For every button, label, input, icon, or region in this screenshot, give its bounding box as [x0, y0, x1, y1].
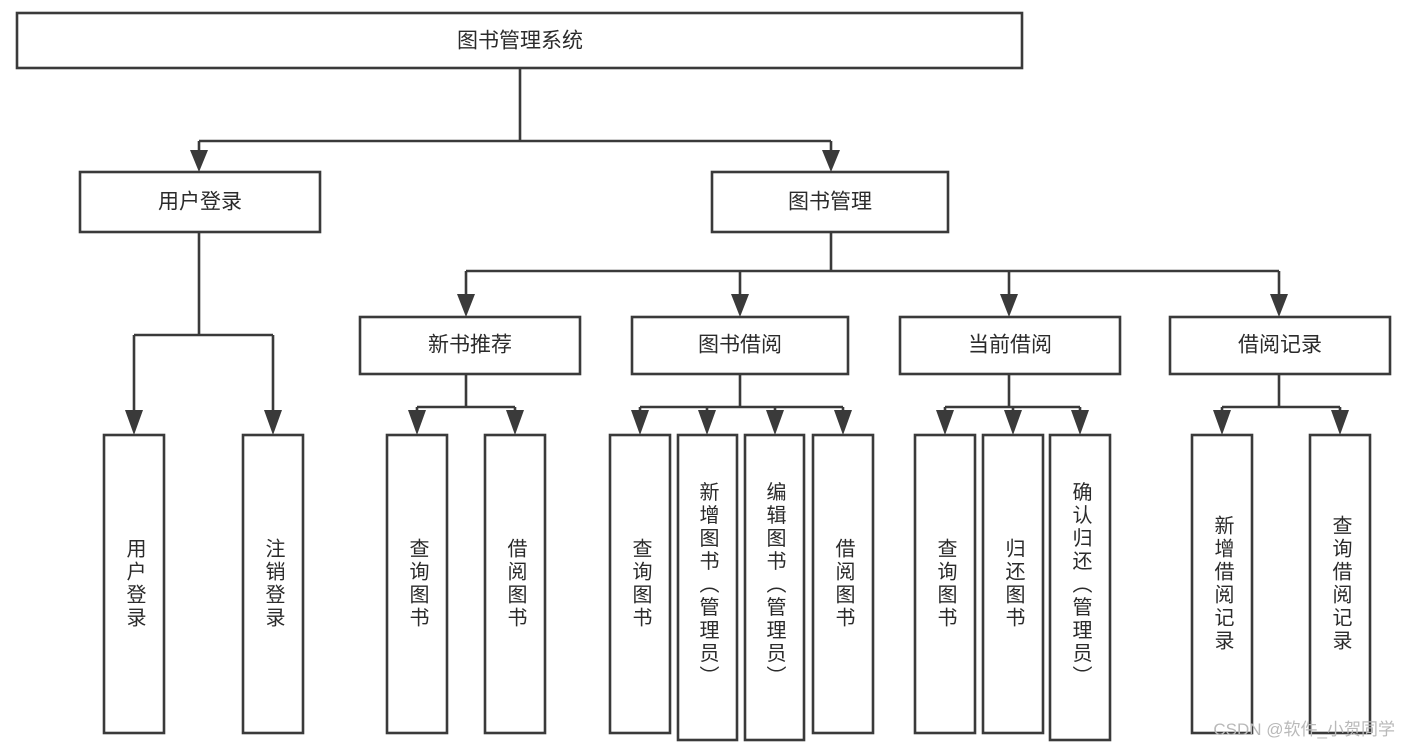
- node-leaf-edit-book-admin-label: 编辑图书（管理员）: [763, 481, 786, 688]
- node-leaf-user-logout[interactable]: 注销登录: [241, 433, 305, 735]
- node-book-borrow-box[interactable]: [630, 315, 850, 376]
- node-leaf-add-book-admin-label: 新增图书（管理员）: [696, 481, 719, 688]
- node-leaf-borrow-book-2[interactable]: 借阅图书: [811, 433, 875, 735]
- node-leaf-query-book-1-label: 查询图书: [406, 538, 429, 630]
- node-new-book-rec-box[interactable]: [358, 315, 582, 376]
- node-new-book-rec[interactable]: 新书推荐: [358, 315, 582, 376]
- node-root-label: 图书管理系统: [457, 30, 583, 53]
- arrowhead-book-borrow: [731, 294, 749, 317]
- arrowhead-leaf-query-book-2: [631, 410, 649, 435]
- node-leaf-query-book-3-box[interactable]: [913, 433, 977, 735]
- arrowhead-user-login: [190, 150, 208, 172]
- arrowhead-borrow-record: [1270, 294, 1288, 317]
- node-borrow-record-label: 借阅记录: [1238, 334, 1322, 357]
- node-leaf-query-book-2-box[interactable]: [608, 433, 672, 735]
- node-leaf-borrow-book-1-label: 借阅图书: [504, 538, 527, 630]
- node-book-borrow-label: 图书借阅: [698, 334, 782, 357]
- node-leaf-return-book-box[interactable]: [981, 433, 1045, 735]
- node-leaf-borrow-book-2-box[interactable]: [811, 433, 875, 735]
- arrowhead-leaf-query-book-3: [936, 410, 954, 435]
- node-book-manage[interactable]: 图书管理: [710, 170, 950, 234]
- arrowhead-leaf-borrow-book-1: [506, 410, 524, 435]
- node-book-borrow[interactable]: 图书借阅: [630, 315, 850, 376]
- node-leaf-return-book-label: 归还图书: [1002, 538, 1025, 630]
- node-book-manage-box[interactable]: [710, 170, 950, 234]
- arrowhead-current-borrow: [1000, 294, 1018, 317]
- node-leaf-user-login[interactable]: 用户登录: [102, 433, 166, 735]
- node-leaf-borrow-book-2-label: 借阅图书: [832, 538, 855, 630]
- node-user-login-box[interactable]: [78, 170, 322, 234]
- node-current-borrow-box[interactable]: [898, 315, 1122, 376]
- node-leaf-borrow-book-1-box[interactable]: [483, 433, 547, 735]
- node-current-borrow[interactable]: 当前借阅: [898, 315, 1122, 376]
- node-leaf-add-borrow-record-box[interactable]: [1190, 433, 1254, 735]
- node-user-login-label: 用户登录: [158, 191, 242, 214]
- node-leaf-edit-book-admin[interactable]: 编辑图书（管理员）: [743, 433, 806, 742]
- connector-layer: [125, 68, 1349, 435]
- node-root-box[interactable]: [15, 11, 1024, 70]
- node-leaf-query-book-2-label: 查询图书: [629, 538, 652, 630]
- arrowhead-leaf-add-book-admin: [698, 410, 716, 435]
- node-leaf-confirm-return-admin-label: 确认归还（管理员）: [1069, 481, 1092, 688]
- node-book-manage-label: 图书管理: [788, 191, 872, 214]
- node-leaf-edit-book-admin-box[interactable]: [743, 433, 806, 742]
- node-leaf-add-borrow-record-label: 新增借阅记录: [1211, 515, 1234, 653]
- arrowhead-leaf-confirm-return-admin: [1071, 410, 1089, 435]
- arrowhead-leaf-return-book: [1004, 410, 1022, 435]
- arrowhead-leaf-borrow-book-2: [834, 410, 852, 435]
- arrowhead-new-book-rec: [457, 294, 475, 317]
- arrowhead-leaf-user-logout: [264, 410, 282, 435]
- node-leaf-query-book-2[interactable]: 查询图书: [608, 433, 672, 735]
- node-leaf-add-book-admin[interactable]: 新增图书（管理员）: [676, 433, 739, 742]
- arrowhead-leaf-edit-book-admin: [766, 410, 784, 435]
- node-user-login[interactable]: 用户登录: [78, 170, 322, 234]
- node-leaf-query-book-3-label: 查询图书: [934, 538, 957, 630]
- node-leaf-confirm-return-admin-box[interactable]: [1048, 433, 1112, 742]
- node-leaf-user-logout-box[interactable]: [241, 433, 305, 735]
- node-root[interactable]: 图书管理系统: [15, 11, 1024, 70]
- arrowhead-leaf-query-book-1: [408, 410, 426, 435]
- node-leaf-query-borrow-record-label: 查询借阅记录: [1329, 515, 1352, 653]
- node-borrow-record[interactable]: 借阅记录: [1168, 315, 1392, 376]
- arrowhead-leaf-user-login: [125, 410, 143, 435]
- node-leaf-user-login-label: 用户登录: [123, 538, 146, 630]
- watermark-label: CSDN @软件_小贺同学: [1213, 720, 1395, 739]
- node-borrow-record-box[interactable]: [1168, 315, 1392, 376]
- node-leaf-borrow-book-1[interactable]: 借阅图书: [483, 433, 547, 735]
- node-leaf-query-borrow-record[interactable]: 查询借阅记录: [1308, 433, 1372, 735]
- node-leaf-user-logout-label: 注销登录: [262, 538, 285, 630]
- node-leaf-query-book-1[interactable]: 查询图书: [385, 433, 449, 735]
- node-leaf-add-book-admin-box[interactable]: [676, 433, 739, 742]
- node-leaf-user-login-box[interactable]: [102, 433, 166, 735]
- arrowhead-leaf-query-borrow-record: [1331, 410, 1349, 435]
- node-leaf-add-borrow-record[interactable]: 新增借阅记录: [1190, 433, 1254, 735]
- node-new-book-rec-label: 新书推荐: [428, 334, 512, 357]
- node-current-borrow-label: 当前借阅: [968, 334, 1052, 357]
- node-leaf-return-book[interactable]: 归还图书: [981, 433, 1045, 735]
- node-leaf-query-book-3[interactable]: 查询图书: [913, 433, 977, 735]
- node-leaf-query-book-1-box[interactable]: [385, 433, 449, 735]
- arrowhead-book-manage: [822, 150, 840, 172]
- node-leaf-confirm-return-admin[interactable]: 确认归还（管理员）: [1048, 433, 1112, 742]
- node-leaf-query-borrow-record-box[interactable]: [1308, 433, 1372, 735]
- arrowhead-leaf-add-borrow-record: [1213, 410, 1231, 435]
